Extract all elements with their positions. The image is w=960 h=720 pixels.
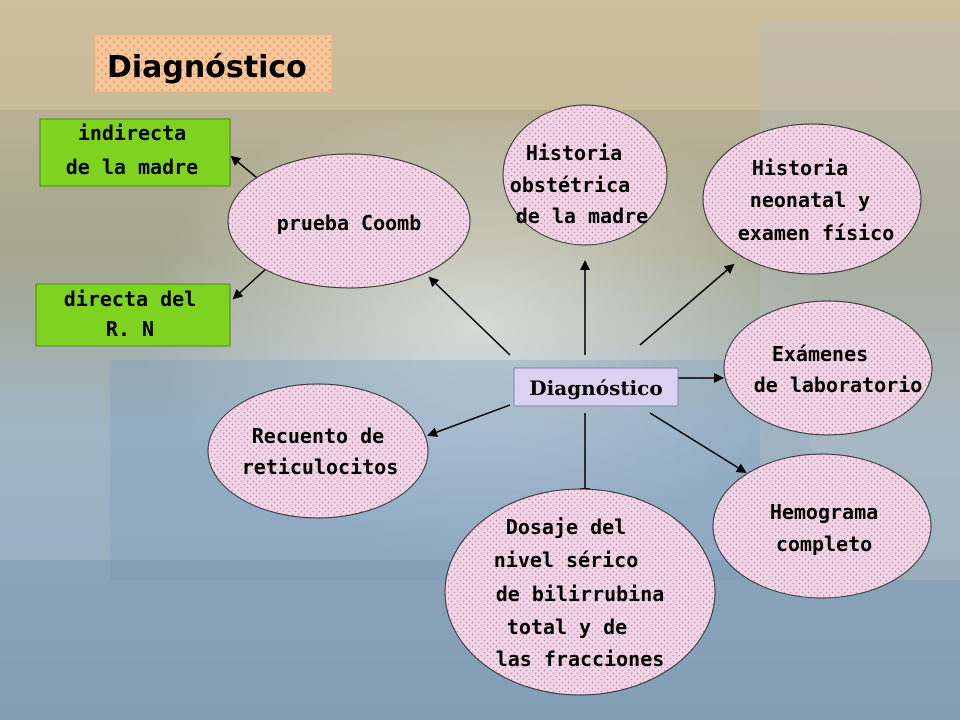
historia-obstetrica-line-1: Historia bbox=[526, 141, 622, 165]
center-box: Diagnóstico bbox=[513, 367, 679, 407]
box-directa-line-2: R. N bbox=[106, 317, 154, 341]
ellipse-dosaje: Dosaje del nivel sérico de bilirrubina t… bbox=[444, 488, 716, 696]
dosaje-line-4: total y de bbox=[507, 615, 627, 639]
box-directa: directa del R. N bbox=[35, 283, 231, 347]
arrows bbox=[230, 155, 747, 498]
coomb-line-1: prueba Coomb bbox=[277, 211, 422, 235]
dosaje-line-1: Dosaje del bbox=[506, 515, 626, 539]
arrow-center-to-hemograma bbox=[649, 412, 747, 474]
ellipse-examenes: Exámenes de laboratorio bbox=[723, 300, 933, 436]
dosaje-line-3: de bilirrubina bbox=[496, 582, 665, 606]
ellipse-historia-neonatal: Historia neonatal y examen físico bbox=[702, 123, 922, 275]
arrow-center-to-reticulocitos bbox=[427, 404, 511, 437]
ellipse-hemograma: Hemograma completo bbox=[712, 453, 932, 599]
ellipse-historia-obstetrica: Historia obstétrica de la madre bbox=[502, 104, 668, 246]
arrow-coomb-to-directa bbox=[232, 266, 269, 300]
reticulocitos-line-1: Recuento de bbox=[252, 424, 384, 448]
hemograma-line-2: completo bbox=[776, 532, 872, 556]
page-title: Diagnóstico bbox=[107, 50, 307, 85]
historia-obstetrica-line-3: de la madre bbox=[516, 204, 648, 228]
arrow-center-to-historia-neonatal bbox=[639, 263, 735, 346]
box-indirecta-line-2: de la madre bbox=[66, 155, 198, 179]
hemograma-line-1: Hemograma bbox=[770, 500, 878, 524]
dosaje-line-5: las fracciones bbox=[496, 647, 665, 671]
historia-obstetrica-line-2: obstétrica bbox=[510, 173, 630, 197]
dosaje-line-2: nivel sérico bbox=[494, 548, 639, 572]
center-label: Diagnóstico bbox=[529, 376, 662, 400]
examenes-line-1: Exámenes bbox=[772, 342, 868, 366]
historia-neonatal-line-1: Historia bbox=[752, 156, 848, 180]
historia-neonatal-line-2: neonatal y bbox=[750, 188, 870, 212]
reticulocitos-line-2: reticulocitos bbox=[242, 455, 399, 479]
box-indirecta: indirecta de la madre bbox=[39, 118, 231, 187]
title-box: Diagnóstico bbox=[94, 34, 333, 93]
examenes-line-2: de laboratorio bbox=[754, 373, 923, 397]
box-indirecta-line-1: indirecta bbox=[78, 121, 186, 145]
arrow-center-to-coomb bbox=[428, 276, 511, 356]
box-directa-line-1: directa del bbox=[64, 287, 196, 311]
ellipse-reticulocitos: Recuento de reticulocitos bbox=[207, 383, 429, 519]
ellipse-prueba-coomb: prueba Coomb bbox=[227, 153, 471, 289]
historia-neonatal-line-3: examen físico bbox=[738, 221, 895, 245]
